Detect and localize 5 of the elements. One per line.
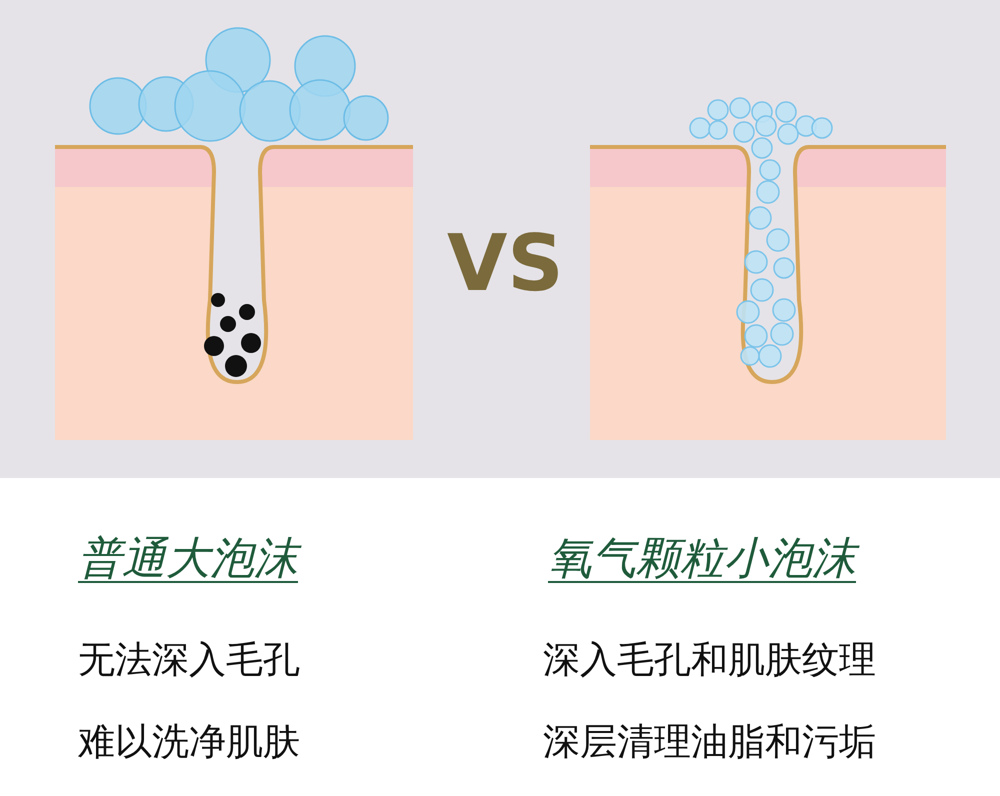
description: 无法深入毛孔 — [78, 640, 300, 681]
vs-label: VS — [447, 222, 564, 308]
description: 深入毛孔和肌肤纹理 — [543, 640, 876, 681]
description: 难以洗净肌肤 — [78, 722, 300, 763]
description: 深层清理油脂和污垢 — [543, 722, 876, 763]
